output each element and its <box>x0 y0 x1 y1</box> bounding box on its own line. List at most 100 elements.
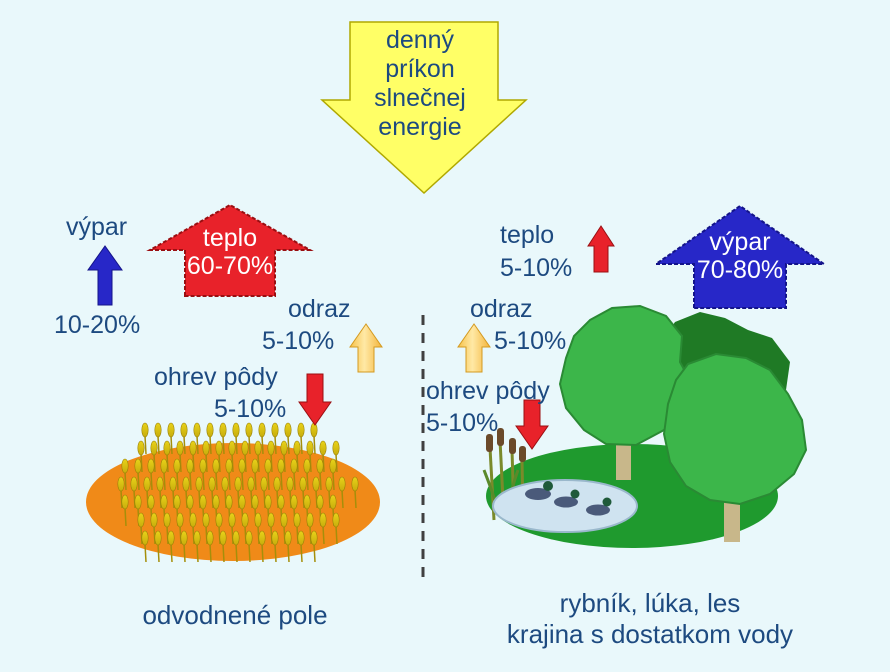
wheat-head <box>258 422 266 438</box>
wheat-head <box>186 458 194 474</box>
wheat-head <box>219 530 227 546</box>
wheat-stem <box>157 435 160 455</box>
right-heat-value: 5-10% <box>500 254 573 282</box>
wheat-stem <box>209 435 212 455</box>
wheat-head <box>271 422 279 438</box>
wheat-stem <box>322 525 325 545</box>
wheat-stem <box>261 435 264 455</box>
wheat-head <box>251 494 259 510</box>
wheat-stem <box>231 453 234 473</box>
wheat-head <box>160 458 168 474</box>
wheat-stem <box>270 453 273 473</box>
wheat-stem <box>319 471 322 491</box>
wheat-stem <box>235 543 238 563</box>
sun-line-3: slnečnej <box>374 84 466 112</box>
wheat-stem <box>150 471 153 491</box>
wheat-head <box>202 440 210 456</box>
wheat-stem <box>218 453 221 473</box>
wheat-stem <box>170 435 173 455</box>
wheat-head <box>137 512 145 528</box>
wheat-stem <box>267 471 270 491</box>
wheat-stem <box>170 543 173 563</box>
wheat-head <box>212 458 220 474</box>
wheat-head <box>319 440 327 456</box>
wheat-head <box>121 458 129 474</box>
wheat-stem <box>244 453 247 473</box>
wheat-head <box>206 530 214 546</box>
wheat-head <box>316 494 324 510</box>
wheat-stem <box>179 453 182 473</box>
wheat-head <box>267 512 275 528</box>
wheat-head <box>167 530 175 546</box>
wheat-head <box>199 458 207 474</box>
wheat-head <box>251 458 259 474</box>
wheat-stem <box>176 471 179 491</box>
wheat-head <box>254 512 262 528</box>
wheat-head <box>202 512 210 528</box>
wheat-head <box>299 476 307 492</box>
wheat-head <box>228 512 236 528</box>
wheat-stem <box>335 525 338 545</box>
wheat-head <box>319 512 327 528</box>
wheat-stem <box>293 471 296 491</box>
wheat-head <box>206 422 214 438</box>
wheat-head <box>186 494 194 510</box>
wheat-head <box>245 422 253 438</box>
wheat-head <box>173 494 181 510</box>
wheat-head <box>277 458 285 474</box>
wheat-stem <box>309 453 312 473</box>
right-heat-arrow <box>587 225 615 273</box>
wheat-stem <box>196 543 199 563</box>
duck-1 <box>525 481 553 500</box>
wheat-head <box>284 422 292 438</box>
wheat-head <box>141 422 149 438</box>
wheat-stem <box>354 489 357 509</box>
wheat-head <box>273 476 281 492</box>
wheat-stem <box>209 543 212 563</box>
left-heat-value: 60-70% <box>186 252 274 280</box>
left-evaporation-arrow <box>87 245 123 306</box>
wheat-head <box>225 458 233 474</box>
left-reflection-value: 5-10% <box>262 327 335 355</box>
wheat-head <box>137 440 145 456</box>
wheat-stem <box>241 471 244 491</box>
wheat-head <box>284 530 292 546</box>
wheat-stem <box>166 453 169 473</box>
wheat-stem <box>248 543 251 563</box>
wheat-head <box>163 512 171 528</box>
wheat-head <box>329 458 337 474</box>
wheat-head <box>234 476 242 492</box>
wheat-stem <box>144 543 147 563</box>
right-soil-heating-arrow <box>515 399 549 450</box>
wheat-head <box>332 440 340 456</box>
wheat-head <box>306 440 314 456</box>
wheat-head <box>147 494 155 510</box>
wheat-head <box>121 494 129 510</box>
wheat-head <box>219 422 227 438</box>
wheat-stem <box>332 471 335 491</box>
wheat-head <box>297 530 305 546</box>
wheat-head <box>225 494 233 510</box>
wheat-stem <box>137 471 140 491</box>
left-reflection-arrow <box>349 323 383 373</box>
wheat-head <box>267 440 275 456</box>
right-soil-heating-value: 5-10% <box>426 409 499 437</box>
wheat-stem <box>196 435 199 455</box>
wheat-stem <box>287 543 290 563</box>
right-reflection-value: 5-10% <box>494 327 567 355</box>
wheat-head <box>264 458 272 474</box>
wheat-stem <box>235 435 238 455</box>
wheat-head <box>141 530 149 546</box>
cattail-heads <box>486 428 526 462</box>
wheat-stem <box>140 453 143 473</box>
wheat-head <box>215 512 223 528</box>
wheat-stem <box>157 543 160 563</box>
wheat-stem <box>335 453 338 473</box>
wheat-stem <box>280 471 283 491</box>
right-evaporation-value: 70-80% <box>696 256 784 284</box>
wheat-stem <box>205 453 208 473</box>
wheat-head <box>221 476 229 492</box>
wheat-head <box>169 476 177 492</box>
wheat-head <box>193 530 201 546</box>
wheat-stem <box>254 471 257 491</box>
